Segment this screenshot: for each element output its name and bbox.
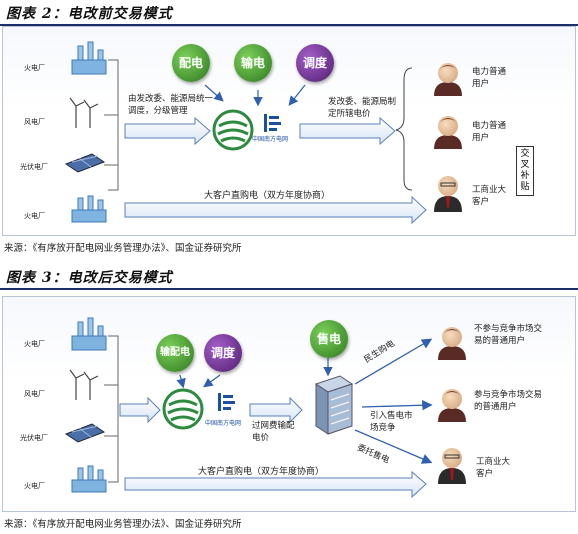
fig2-header: 图表 2：电改前交易模式 (0, 2, 578, 26)
fig2-source: 来源：《有序放开配电网业务管理办法》、国金证券研究所 (4, 243, 242, 254)
csg-logo-icon (218, 393, 235, 411)
fig3-consumer-label: 工商业大客户 (476, 457, 511, 479)
solar-panel-icon (64, 153, 106, 173)
person-icon (438, 389, 466, 422)
fig3-plant-label: 光伏电厂 (20, 434, 48, 442)
thermal-plant-icon (71, 465, 107, 493)
fig3-arrow-mid-label: 引入售电市场竞争 (370, 411, 413, 433)
dispatch-circle: 调度 (204, 334, 242, 372)
fig3-consumer-icons (438, 327, 466, 484)
fig2-plant-label: 火电厂 (24, 64, 45, 72)
fig3-header: 图表 3：电改后交易模式 (0, 266, 578, 290)
fig3-consumer-label: 参与竞争市场交易的普通用户 (474, 390, 543, 412)
fig3-circle-arrows (176, 358, 333, 389)
fig2-plant-label: 光伏电厂 (20, 163, 48, 171)
fig2-consumer-label: 工商业大客户 (472, 185, 507, 207)
fig2-title: 图表 2：电改前交易模式 (6, 6, 173, 22)
fig3-plant-label: 风电厂 (24, 390, 45, 398)
businessman-icon (438, 448, 466, 484)
fig2-circle-arrows (204, 84, 306, 107)
wind-turbine-icon (69, 97, 99, 128)
fig3-plant-bracket (104, 335, 119, 483)
fig2-plant-label: 风电厂 (24, 118, 45, 126)
thermal-plant-icon (71, 41, 107, 75)
fig2-consumer-brace (395, 67, 413, 191)
cross-subsidy-box: 交叉补贴 (516, 146, 534, 196)
fig2-left-note: 由发改委、能源局统一调度，分级管理 (128, 94, 214, 116)
fig2-plant-label: 火电厂 (24, 212, 45, 220)
fig3-retail-arrows (354, 338, 433, 464)
dispatch-circle: 调度 (296, 44, 334, 82)
thermal-plant-icon (71, 317, 107, 351)
fig2-grid-logo-text: 中国南方电网 (252, 136, 289, 143)
fig3-grid-note: 过网费输配电价 (252, 421, 295, 443)
fig2-right-note: 发改委、能源局制定所辖电价 (328, 97, 397, 119)
person-icon (434, 63, 462, 96)
csg-logo-icon (264, 114, 281, 132)
fig2-consumer-label: 电力普通用户 (472, 67, 507, 89)
wind-turbine-icon (69, 369, 99, 400)
fig3-big-arrows (119, 396, 427, 499)
fig2-big-arrows (124, 116, 427, 225)
fig2-plant-bracket (104, 59, 119, 191)
transmission-distribution-circle: 输配电 (156, 334, 194, 372)
fig3-source: 来源：《有序放开配电网业务管理办法》、国金证券研究所 (4, 519, 242, 530)
state-grid-logo-icon (212, 109, 254, 151)
person-icon (434, 116, 462, 149)
transmission-circle: 输电 (234, 44, 272, 82)
fig3-plant-label: 火电厂 (24, 340, 45, 348)
fig3-consumer-label: 不参与竞争市场交易的普通用户 (474, 324, 543, 346)
retail-company-building-icon (314, 375, 354, 435)
fig3-plant-label: 火电厂 (24, 482, 45, 490)
fig3-title: 图表 3：电改后交易模式 (6, 270, 173, 286)
fig3-bottom-arrow-label: 大客户直购电（双方年度协商） (198, 467, 325, 477)
fig2-consumer-icons (434, 63, 462, 212)
distribution-circle: 配电 (172, 44, 210, 82)
retail-circle: 售电 (310, 320, 348, 358)
fig3-grid-logo-text: 中国南方电网 (205, 420, 242, 427)
fig2-consumer-label: 电力普通用户 (472, 121, 507, 143)
person-icon (438, 327, 466, 360)
thermal-plant-icon (71, 195, 107, 223)
fig2-bottom-arrow-label: 大客户直购电（双方年度协商） (204, 191, 331, 201)
businessman-icon (434, 176, 462, 212)
solar-panel-icon (64, 423, 106, 443)
fig2-plants (64, 41, 107, 223)
fig3-plants (64, 317, 107, 493)
state-grid-logo-icon (162, 388, 204, 430)
